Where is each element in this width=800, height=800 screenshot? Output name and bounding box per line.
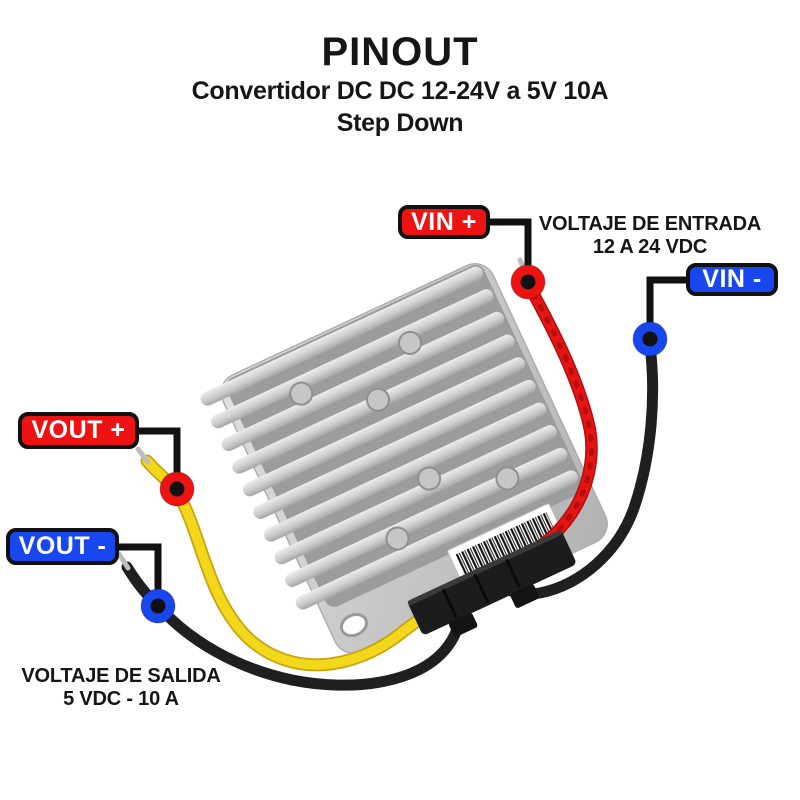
vin-positive-probe-marker xyxy=(510,264,546,300)
input-voltage-note: VOLTAJE DE ENTRADA 12 A 24 VDC xyxy=(535,213,765,259)
vout-positive-probe-marker xyxy=(159,471,195,507)
wire-tip-vout-minus xyxy=(116,551,131,571)
wire-tip-vout-plus xyxy=(135,446,151,465)
input-voltage-note-line2: 12 A 24 VDC xyxy=(592,236,708,258)
page-subtitle-2: Step Down xyxy=(336,109,464,137)
converter-photo xyxy=(116,257,659,691)
converter-body xyxy=(200,263,608,654)
vin-negative-probe-marker xyxy=(632,321,668,357)
vin-positive-callout-line xyxy=(489,218,532,281)
vout-negative-callout-line xyxy=(118,543,162,606)
screws xyxy=(289,330,520,551)
header: PINOUT Convertidor DC DC 12-24V a 5V 10A… xyxy=(0,30,800,138)
probe-markers xyxy=(140,264,668,624)
vout-minus-badge: VOUT - xyxy=(6,528,119,565)
vin-plus-badge: VIN + xyxy=(398,205,490,239)
vin-negative-callout-line xyxy=(646,276,687,339)
page-title: PINOUT xyxy=(321,30,479,74)
vin-minus-badge: VIN - xyxy=(686,263,778,296)
mounting-hole xyxy=(339,612,368,638)
output-voltage-note: VOLTAJE DE SALIDA 5 VDC - 10 A xyxy=(10,665,232,711)
vout-positive-callout-line xyxy=(138,427,181,489)
output-voltage-note-line1: VOLTAJE DE SALIDA xyxy=(21,665,221,687)
output-voltage-note-line2: 5 VDC - 10 A xyxy=(63,688,179,710)
vin-positive-wire-print xyxy=(509,279,595,565)
wire-connector-block xyxy=(407,530,576,637)
vout-plus-badge: VOUT + xyxy=(18,412,139,449)
heatsink-fins xyxy=(200,264,584,610)
page-subtitle: Convertidor DC DC 12-24V a 5V 10A xyxy=(191,77,609,105)
callout-lines xyxy=(118,218,687,606)
input-voltage-note-line1: VOLTAJE DE ENTRADA xyxy=(538,213,762,235)
vout-negative-probe-marker xyxy=(140,588,176,624)
